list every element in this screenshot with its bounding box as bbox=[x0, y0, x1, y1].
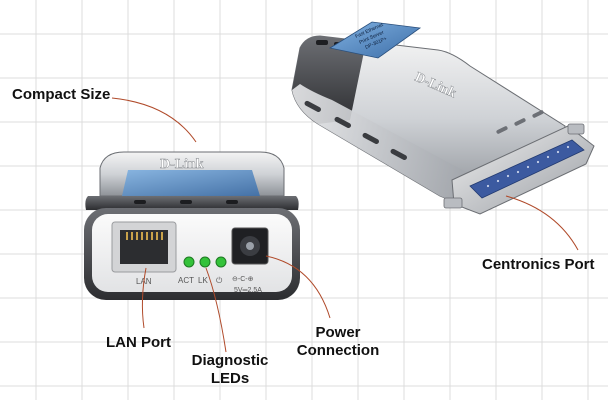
rj45-port-icon bbox=[111, 221, 177, 273]
leader-lan-port bbox=[141, 267, 147, 329]
leader-compact-size bbox=[111, 97, 197, 143]
power-rating-label: 5V═2.5A bbox=[234, 287, 262, 294]
callout-centronics-port: Centronics Port bbox=[482, 256, 595, 274]
polarity-label: ⊖-C-⊕ bbox=[232, 276, 254, 283]
callout-centronics-port-text: Centronics Port bbox=[482, 256, 595, 273]
callout-lan-port: LAN Port bbox=[106, 334, 171, 352]
callout-diagnostic-leds-line2: LEDs bbox=[210, 370, 250, 387]
led-indicator-icon bbox=[183, 256, 227, 268]
leader-centronics bbox=[505, 195, 579, 251]
callout-power-line1: Power bbox=[315, 324, 361, 341]
top-device: Fast Ethernet Print Server DP-301P+ D-Li… bbox=[291, 21, 595, 215]
lk-led-label: LK bbox=[198, 276, 208, 285]
brand-back-logo: D-Link bbox=[160, 157, 204, 172]
callout-diagnostic-leds: Diagnostic LEDs bbox=[190, 352, 270, 388]
callout-power-line2: Connection bbox=[296, 342, 380, 359]
leader-power bbox=[265, 255, 331, 319]
callout-power-connection: Power Connection bbox=[290, 324, 386, 360]
power-led-label: ⏻ bbox=[216, 276, 223, 285]
callout-lan-port-text: LAN Port bbox=[106, 334, 171, 351]
leader-lines bbox=[111, 97, 579, 353]
dc-jack-icon bbox=[231, 227, 269, 265]
callout-compact-size-text: Compact Size bbox=[12, 86, 111, 103]
leader-diagnostic-leds bbox=[205, 267, 227, 353]
callout-compact-size: Compact Size bbox=[12, 86, 110, 104]
callout-diagnostic-leds-line1: Diagnostic bbox=[191, 352, 269, 369]
act-led-label: ACT bbox=[178, 276, 194, 285]
back-device: D-Link L bbox=[84, 151, 300, 300]
centronics-connector-icon bbox=[443, 123, 595, 215]
